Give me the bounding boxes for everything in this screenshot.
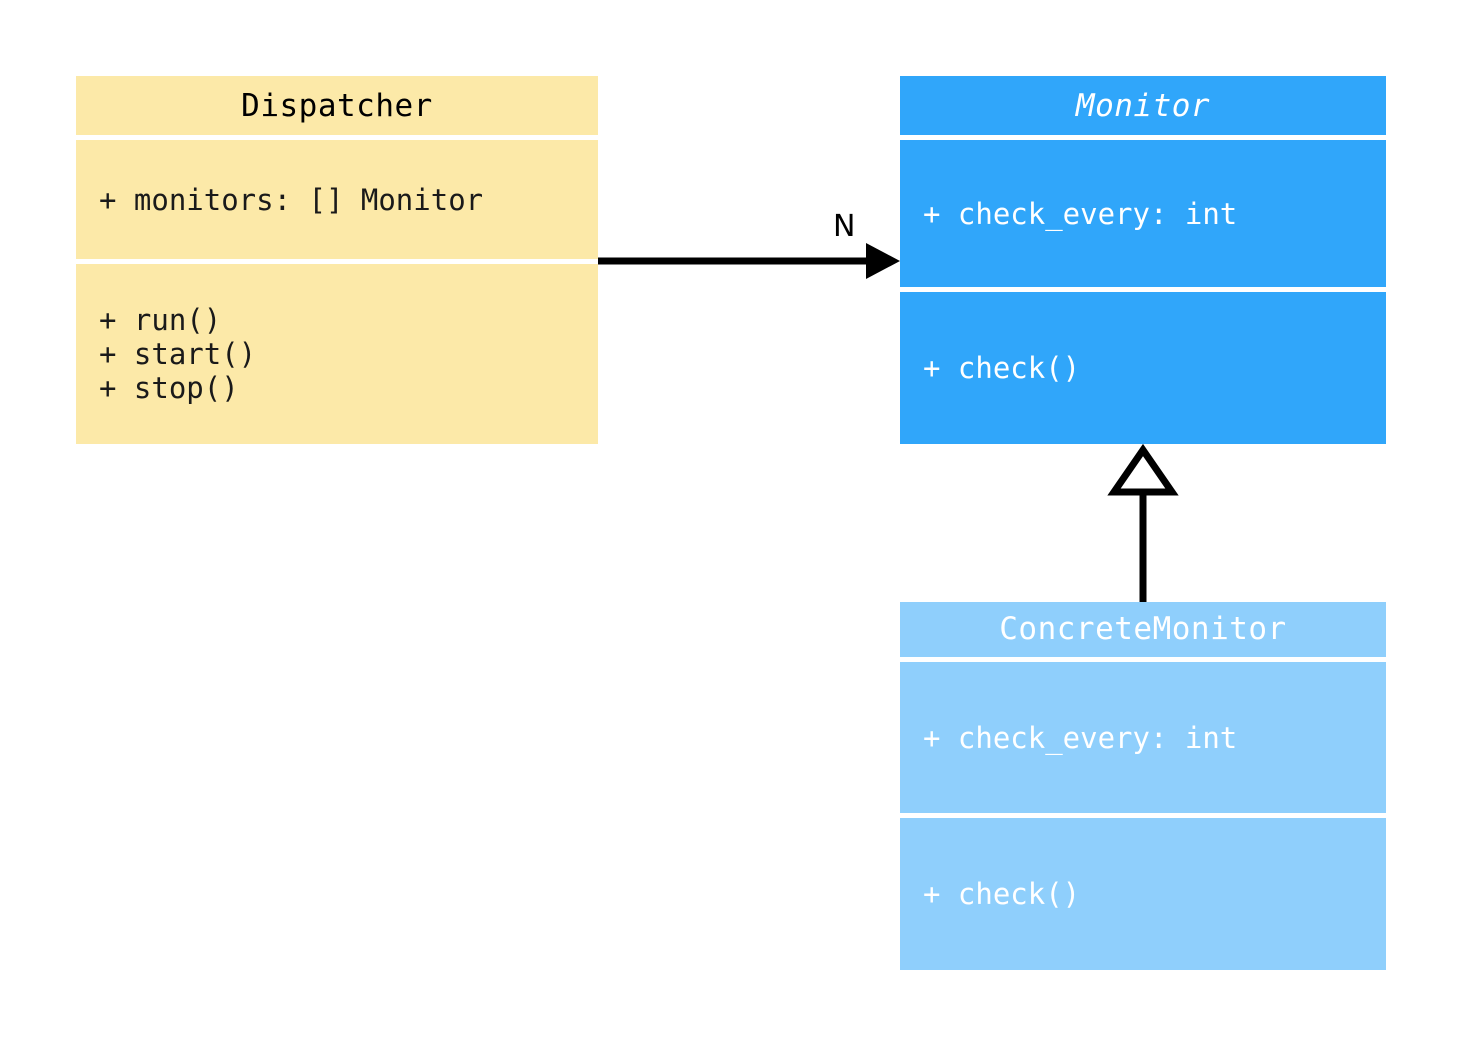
association-arrowhead-filled	[866, 243, 900, 279]
class-title-monitor: Monitor	[900, 76, 1386, 135]
generalization-arrowhead-hollow	[1107, 443, 1179, 496]
association-multiplicity-label: N	[833, 209, 856, 244]
method-row: + check()	[923, 351, 1081, 385]
attribute-row: + monitors: [] Monitor	[99, 182, 484, 217]
class-methods-monitor: + check()	[900, 292, 1386, 444]
method-row: + run()	[99, 303, 222, 337]
method-row: + check()	[923, 877, 1081, 912]
class-title-dispatcher: Dispatcher	[76, 76, 598, 135]
association-arrow-dispatcher-monitor	[598, 243, 900, 279]
method-row: + start()	[99, 337, 257, 371]
class-box-concretemonitor[interactable]: ConcreteMonitor + check_every: int + che…	[900, 602, 1386, 970]
class-title-concretemonitor: ConcreteMonitor	[900, 602, 1386, 657]
class-attributes-monitor: + check_every: int	[900, 140, 1386, 287]
class-box-monitor[interactable]: Monitor + check_every: int + check()	[900, 76, 1386, 444]
attribute-row: + check_every: int	[923, 196, 1238, 231]
class-box-dispatcher[interactable]: Dispatcher + monitors: [] Monitor + run(…	[76, 76, 598, 444]
attribute-row: + check_every: int	[923, 720, 1238, 755]
class-methods-concretemonitor: + check()	[900, 818, 1386, 970]
class-attributes-concretemonitor: + check_every: int	[900, 661, 1386, 814]
class-methods-dispatcher: + run() + start() + stop()	[76, 264, 598, 444]
method-row: + stop()	[99, 371, 239, 405]
generalization-arrow-concretemonitor-monitor	[1107, 443, 1179, 602]
class-attributes-dispatcher: + monitors: [] Monitor	[76, 140, 598, 259]
